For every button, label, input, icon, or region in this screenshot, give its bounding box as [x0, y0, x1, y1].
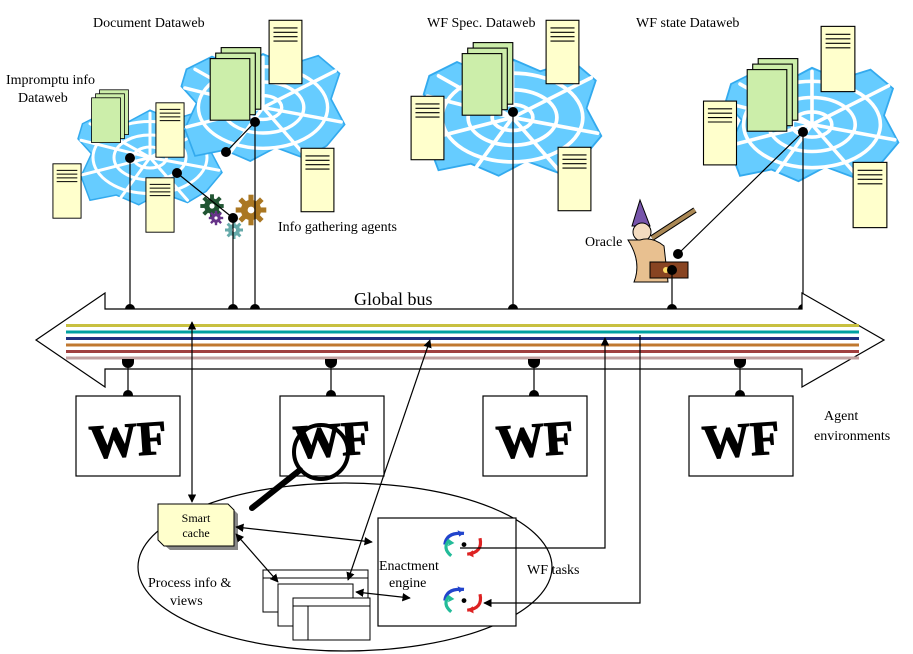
data-flow-arrows	[187, 321, 641, 608]
wf-tasks-label: WF tasks	[527, 563, 580, 578]
smart-cache	[157, 503, 238, 550]
wf-logo: WF	[88, 411, 169, 469]
bus-stripe	[66, 350, 859, 353]
global-bus	[34, 291, 886, 389]
bus-stripe	[66, 356, 859, 360]
oracle-icon	[627, 198, 697, 283]
agent-environment-1: WF	[75, 395, 181, 477]
process-info-label-2: views	[170, 594, 203, 609]
wf-state-dataweb	[702, 25, 899, 229]
agent-environment-boxes: WF WF WF WF	[75, 395, 794, 477]
wf-spec-dataweb	[410, 19, 601, 212]
bus-stripe	[66, 343, 859, 347]
impromptu-dataweb-label: Dataweb	[18, 91, 68, 106]
agent-environment-3: WF	[482, 395, 588, 477]
wf-logo: WF	[495, 411, 576, 469]
agent-environment-4: WF	[688, 395, 794, 477]
agent-environments-label-2: environments	[814, 429, 890, 444]
agent-environments-label-1: Agent	[824, 409, 858, 424]
wf-logo: WF	[701, 411, 782, 469]
bus-stripe	[66, 330, 859, 334]
bus-stripe	[66, 337, 859, 340]
oracle-label: Oracle	[585, 235, 622, 250]
wf-spec-dataweb-label: WF Spec. Dataweb	[427, 16, 535, 31]
wf-logo: WF	[292, 411, 373, 469]
wf-state-dataweb-label: WF state Dataweb	[636, 16, 739, 31]
enactment-engine-label-1: Enactment	[379, 559, 439, 574]
bus-stripes	[66, 324, 859, 360]
enactment-engine-label-2: engine	[389, 576, 426, 591]
agent-environment-zoom-ellipse	[137, 482, 553, 652]
impromptu-info-label: Impromptu info	[6, 73, 95, 88]
smart-cache-label-2: cache	[182, 526, 209, 540]
info-gathering-agents-label: Info gathering agents	[278, 220, 397, 235]
process-info-label-1: Process info &	[148, 576, 231, 591]
bus-stripe	[66, 324, 859, 327]
dataweb-bus-connectors	[129, 112, 804, 309]
document-dataweb-label: Document Dataweb	[93, 16, 205, 31]
smart-cache-label-1: Smart	[182, 511, 211, 525]
global-bus-label: Global bus	[354, 289, 433, 309]
process-view-windows	[262, 569, 371, 641]
